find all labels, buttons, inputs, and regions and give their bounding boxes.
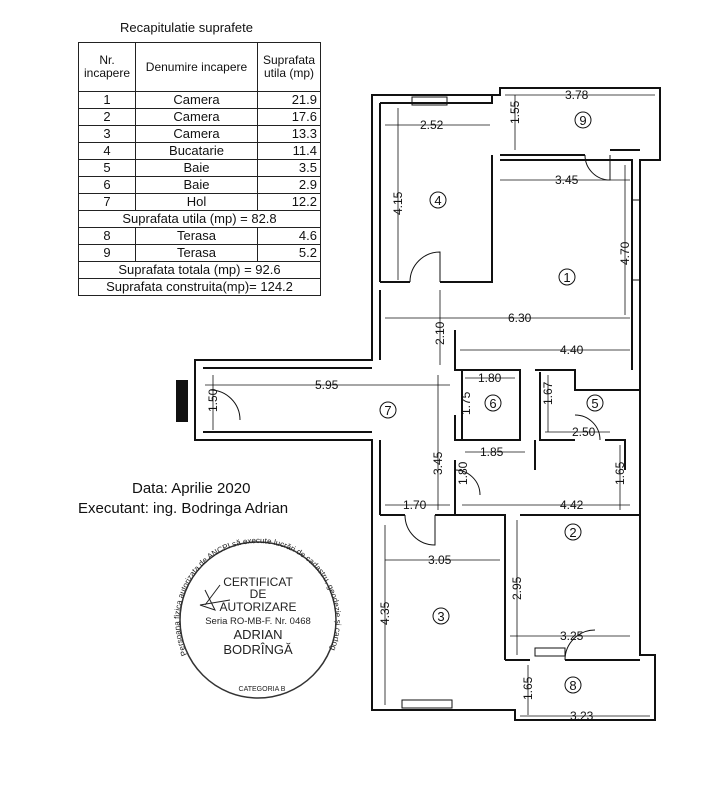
dim-label: 3.23 xyxy=(570,709,594,723)
stamp-name1: ADRIAN xyxy=(233,627,282,642)
redaction-mark xyxy=(176,380,188,422)
dim-label: 3.45 xyxy=(555,173,579,187)
dim-label: 4.15 xyxy=(391,191,405,215)
room-number: 9 xyxy=(579,113,586,128)
stamp-name2: BODRÎNGĂ xyxy=(223,642,293,657)
built-area: Suprafata construita(mp)= 124.2 xyxy=(78,278,321,296)
stamp-line3: AUTORIZARE xyxy=(219,600,296,614)
dim-label: 4.70 xyxy=(618,241,632,265)
dimension-lines xyxy=(205,94,655,717)
executant-text: Executant: ing. Bodringa Adrian xyxy=(78,500,289,517)
windows xyxy=(401,96,641,709)
dim-label: 1.80 xyxy=(456,461,470,485)
room-number: 2 xyxy=(569,525,576,540)
dim-label: 6.30 xyxy=(508,311,532,325)
cell-area: 12.2 xyxy=(257,193,321,211)
cell-name: Camera xyxy=(135,125,258,143)
room-number: 5 xyxy=(591,396,598,411)
dim-label: 4.35 xyxy=(378,601,392,625)
room-number: 3 xyxy=(437,609,444,624)
dim-label: 5.95 xyxy=(315,378,339,392)
dim-label: 1.65 xyxy=(521,676,535,700)
room-number: 4 xyxy=(434,193,441,208)
header-nr: Nr. incapere xyxy=(78,42,136,92)
table-title: Recapitulatie suprafete xyxy=(120,20,253,35)
room-numbers xyxy=(379,111,604,694)
dim-label: 1.70 xyxy=(403,498,427,512)
stamp-category: CATEGORIA B xyxy=(239,686,286,693)
room-number: 8 xyxy=(569,678,576,693)
cell-area: 21.9 xyxy=(257,91,321,109)
dim-label: 1.55 xyxy=(508,100,522,124)
dim-label: 1.80 xyxy=(478,371,502,385)
dim-label: 2.50 xyxy=(572,425,596,439)
stamp-series: Seria RO-MB-F. Nr. 0468 xyxy=(205,616,311,627)
cell-area: 13.3 xyxy=(257,125,321,143)
cell-area: 2.9 xyxy=(257,176,321,194)
date-text: Data: Aprilie 2020 xyxy=(132,480,251,497)
authorization-stamp: Persoana fizica autorizata de ANCPI să e… xyxy=(0,0,343,699)
stamp-line2: DE xyxy=(250,587,267,601)
dim-label: 2.52 xyxy=(420,118,444,132)
dim-label: 1.50 xyxy=(206,388,220,412)
signature xyxy=(199,584,231,611)
walls xyxy=(194,87,661,721)
room-number: 7 xyxy=(384,403,391,418)
dim-label: 2.95 xyxy=(510,576,524,600)
dim-label: 4.42 xyxy=(560,498,584,512)
dim-label: 4.40 xyxy=(560,343,584,357)
room-number: 6 xyxy=(489,396,496,411)
table-header-row: Nr. incapere Denumire incapere Suprafata… xyxy=(78,42,321,92)
cell-area: 4.6 xyxy=(257,227,321,245)
dim-label: 1.65 xyxy=(613,461,627,485)
dim-label: 3.45 xyxy=(431,451,445,475)
cell-name: Bucatarie xyxy=(135,142,258,160)
room-number-labels: 1 2 3 4 5 6 7 8 9 xyxy=(384,113,598,693)
cell-area: 11.4 xyxy=(257,142,321,160)
dim-label: 3.78 xyxy=(565,88,589,102)
cell-name: Terasa xyxy=(135,227,258,245)
header-area: Suprafata utila (mp) xyxy=(257,42,321,92)
dim-label: 2.10 xyxy=(433,321,447,345)
cell-name: Camera xyxy=(135,108,258,126)
dim-label: 1.75 xyxy=(459,391,473,415)
dim-label: 3.05 xyxy=(428,553,452,567)
dimension-labels: 3.78 1.55 2.52 3.45 4.15 4.70 6.30 2.10 … xyxy=(206,88,632,723)
built-row: Suprafata construita(mp)= 124.2 xyxy=(78,278,321,296)
dim-label: 3.25 xyxy=(560,629,584,643)
room-number: 1 xyxy=(563,270,570,285)
stamp-ring-text: Persoana fizica autorizata de ANCPI să e… xyxy=(0,0,343,657)
dim-label: 1.85 xyxy=(480,445,504,459)
area-summary-table: Nr. incapere Denumire incapere Suprafata… xyxy=(78,42,321,296)
dim-label: 1.67 xyxy=(541,381,555,405)
stamp-line1: CERTIFICAT xyxy=(223,575,293,589)
